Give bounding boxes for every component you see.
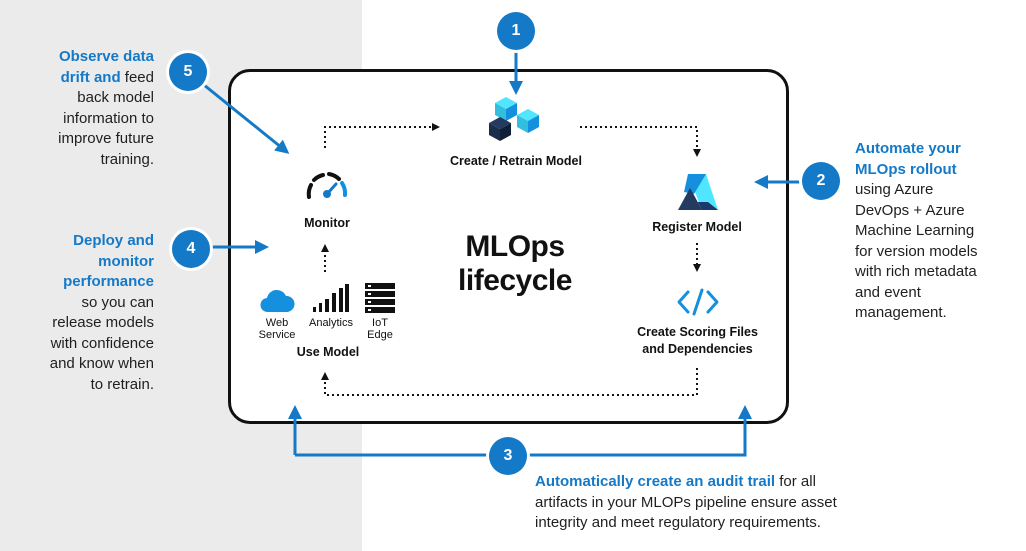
deploy-note-bold1: Deploy and — [73, 232, 154, 249]
step-badge-2[interactable]: 2 — [802, 162, 840, 200]
deploy-note-text2: release models — [52, 314, 154, 331]
automate-note-text4: for version models — [855, 242, 978, 260]
observe-note: Observe data drift and feed back model i… — [20, 47, 154, 170]
deploy-note-text5: to retrain. — [90, 375, 154, 393]
automate-note-bold2: MLOps rollout — [855, 160, 957, 178]
automate-note-text3: Machine Learning — [855, 222, 975, 239]
center-title-line1: MLOps — [465, 230, 565, 263]
scoring-files-label-line1: Create Scoring Files — [637, 325, 758, 339]
automate-note-text6: and event — [855, 283, 921, 301]
deploy-note-text4: and know when — [49, 355, 154, 372]
bar-chart-icon — [313, 284, 349, 312]
automate-note: Automate your MLOps rollout using Azure … — [855, 139, 1020, 324]
cloud-icon — [260, 289, 295, 313]
code-icon — [677, 288, 719, 316]
step-badge-1[interactable]: 1 — [497, 12, 535, 50]
audit-note-text3: integrity and meet regulatory requiremen… — [535, 514, 821, 531]
iot-edge-label: IoT Edge — [360, 317, 400, 341]
observe-note-text1: feed — [120, 68, 154, 86]
step-badge-4[interactable]: 4 — [172, 230, 210, 268]
web-service-label: Web Service — [254, 317, 300, 341]
step-badge-5[interactable]: 5 — [169, 53, 207, 91]
register-model-label: Register Model — [652, 220, 742, 234]
flow-monitor-to-create — [324, 123, 440, 148]
server-icon — [365, 283, 395, 313]
observe-note-bold2: drift and — [60, 68, 121, 86]
create-retrain-label: Create / Retrain Model — [450, 154, 582, 168]
deploy-note-bold3: performance — [63, 273, 154, 290]
flow-scoring-to-use — [321, 368, 698, 396]
center-title: MLOps lifecycle — [440, 230, 590, 298]
automate-note-text1: using Azure — [855, 181, 934, 198]
use-model-label: Use Model — [296, 345, 360, 359]
audit-note-text2: artifacts in your MLOPs pipeline ensure … — [535, 493, 837, 511]
iot-edge-label-line1: IoT — [372, 317, 388, 329]
observe-note-text5: training. — [100, 150, 154, 168]
observe-note-text2: back model — [77, 89, 154, 106]
automate-note-text7: management. — [855, 304, 947, 321]
gauge-icon — [306, 172, 348, 199]
iot-edge-label-line2: Edge — [367, 329, 393, 341]
flow-create-to-register — [580, 126, 701, 157]
deploy-note-bold2: monitor — [98, 252, 154, 270]
audit-note-text1: for all — [775, 473, 816, 490]
automate-note-bold1: Automate your — [855, 140, 961, 157]
automate-note-text2: DevOps + Azure — [855, 201, 965, 219]
deploy-note: Deploy and monitor performance so you ca… — [20, 231, 154, 395]
observe-note-text4: improve future — [58, 130, 154, 147]
scoring-files-label: Create Scoring Files and Dependencies — [620, 324, 775, 358]
cubes-icon — [489, 97, 539, 141]
observe-note-text3: information to — [63, 109, 154, 127]
step-badge-3[interactable]: 3 — [489, 437, 527, 475]
audit-note: Automatically create an audit trail for … — [535, 472, 975, 534]
web-service-label-line1: Web — [265, 317, 289, 329]
scoring-files-label-line2: and Dependencies — [642, 342, 753, 356]
azure-ml-icon — [678, 174, 718, 210]
web-service-label-line2: Service — [258, 329, 296, 341]
audit-note-bold: Automatically create an audit trail — [535, 473, 776, 490]
center-title-line2: lifecycle — [458, 264, 572, 297]
deploy-note-text3: with confidence — [50, 334, 154, 352]
monitor-label: Monitor — [304, 216, 350, 230]
deploy-note-text1: so you can — [81, 293, 154, 311]
callout-arrow-5 — [203, 83, 290, 154]
automate-note-text5: with rich metadata — [855, 263, 977, 280]
observe-note-bold1: Observe data — [58, 48, 154, 65]
analytics-label: Analytics — [308, 317, 354, 329]
